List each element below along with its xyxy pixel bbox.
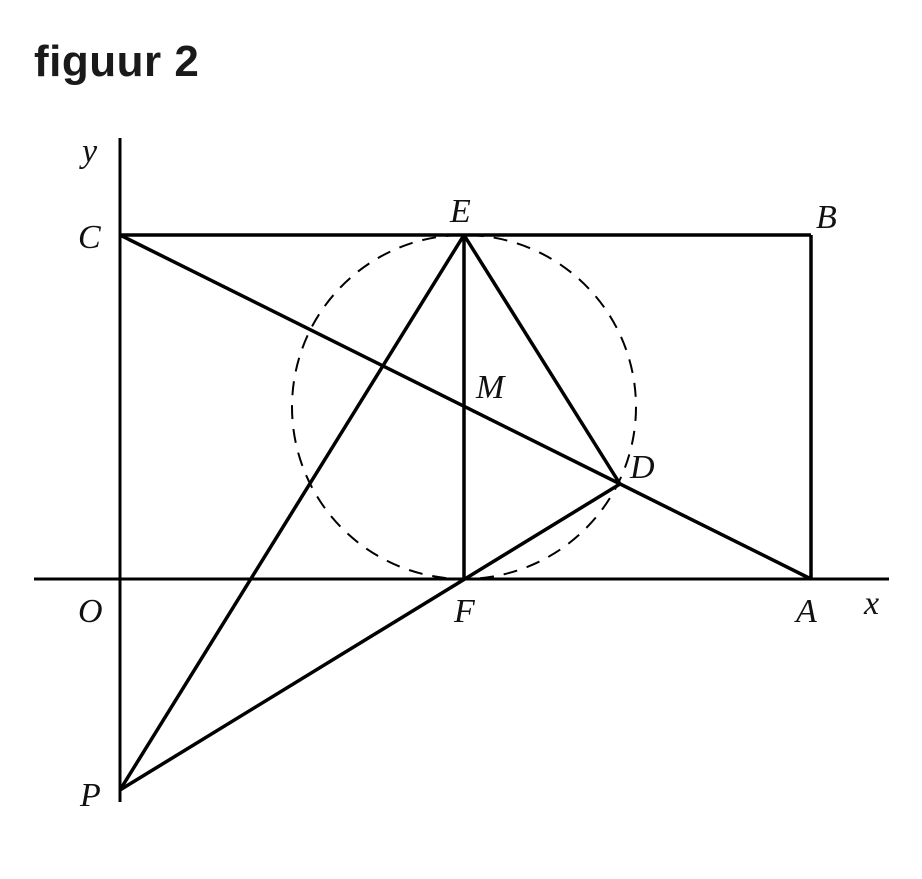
label-y: y <box>79 133 98 170</box>
label-O: O <box>78 593 103 630</box>
label-P: P <box>79 777 101 814</box>
label-F: F <box>453 593 476 630</box>
label-B: B <box>816 199 837 236</box>
label-E: E <box>449 193 471 230</box>
segment-PD <box>119 482 621 792</box>
label-A: A <box>794 593 817 630</box>
label-D: D <box>629 449 655 486</box>
label-C: C <box>78 219 101 256</box>
label-M: M <box>475 369 506 406</box>
segment-ED <box>462 234 622 485</box>
label-x: x <box>863 585 879 622</box>
segment-EP <box>118 234 466 791</box>
figure-title: figuur 2 <box>34 37 200 86</box>
